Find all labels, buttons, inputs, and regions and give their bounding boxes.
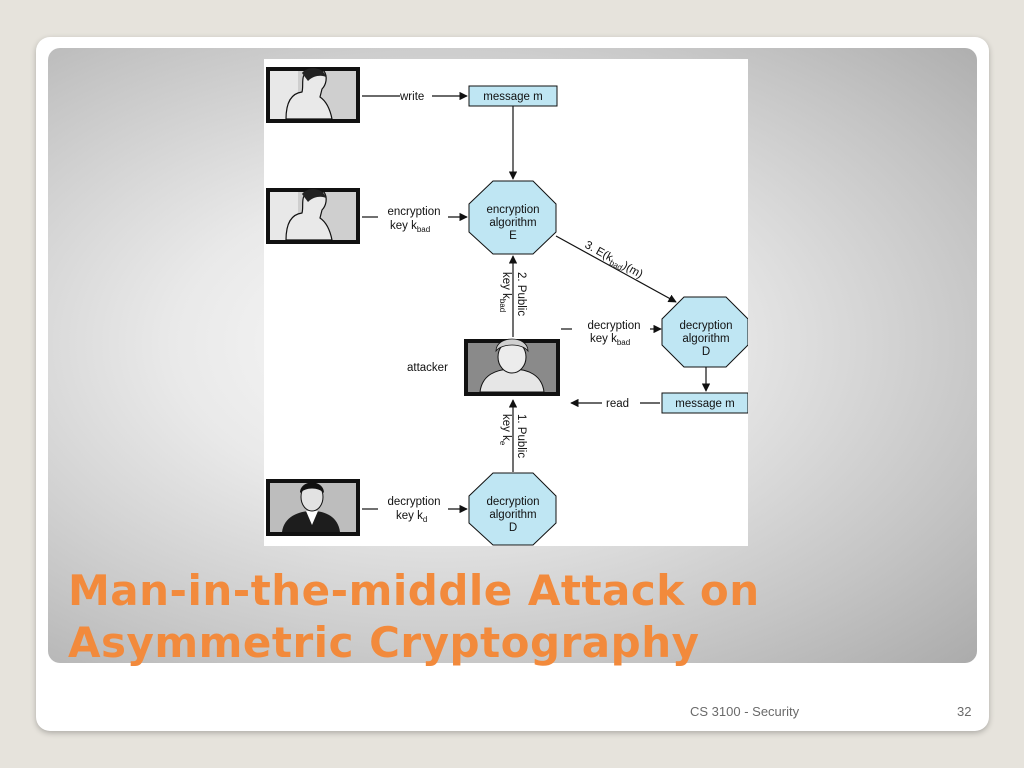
enc-key-label-line2: key kbad [390,220,430,234]
slide-title-line1: Man-in-the-middle Attack on [68,566,760,615]
encrypter-portrait-icon [266,188,360,244]
dec-key-mid-line2: key kbad [590,333,630,347]
mitm-diagram-svg: write message m encryption key kbad encr… [266,67,748,546]
ciphertext-arrow [555,235,677,303]
encryption-algorithm-octagon [468,180,557,255]
message-right-label: message m [675,398,734,410]
enc-algo-line3: E [509,230,517,242]
public-key-1-label-line2: key ke [498,414,512,446]
attacker-portrait-icon [464,338,560,396]
enc-algo-line2: algorithm [489,217,536,229]
public-key-2-label-line1: 2. Public [515,272,527,316]
dec-algo-bot-line1: decryption [486,496,539,508]
decryption-algorithm-octagon-right [661,296,748,368]
message-top-label: message m [483,91,542,103]
public-key-2-label-line2: key kbad [498,272,512,312]
write-label: write [399,91,424,103]
dec-key-bot-line2: key kd [396,510,427,524]
dec-algo-bot-line2: algorithm [489,509,536,521]
message-box-right [661,392,748,414]
enc-algo-line1: encryption [486,204,539,216]
read-label: read [606,398,629,410]
dec-algo-right-line1: decryption [679,320,732,332]
page-number: 32 [957,704,972,719]
dec-key-mid-line1: decryption [587,320,640,332]
mitm-diagram: write message m encryption key kbad encr… [264,59,748,546]
dec-algo-bot-line3: D [509,522,517,534]
dec-key-bot-line1: decryption [387,496,440,508]
enc-key-label-line1: encryption [387,206,440,218]
public-key-1-label-line1: 1. Public [515,414,527,458]
attacker-label: attacker [407,362,448,374]
ciphertext-label: 3. E(kbad)(m) [582,239,645,283]
slide-title-line2: Asymmetric Cryptography [68,618,700,667]
footer-course: CS 3100 - Security [690,704,800,719]
decryption-algorithm-octagon-bottom [468,472,557,546]
receiver-portrait-icon [266,479,360,536]
writer-portrait-icon [266,67,360,123]
slide-title: Man-in-the-middle Attack on Asymmetric C… [68,565,968,669]
dec-algo-right-line3: D [702,346,710,358]
dec-algo-right-line2: algorithm [682,333,729,345]
